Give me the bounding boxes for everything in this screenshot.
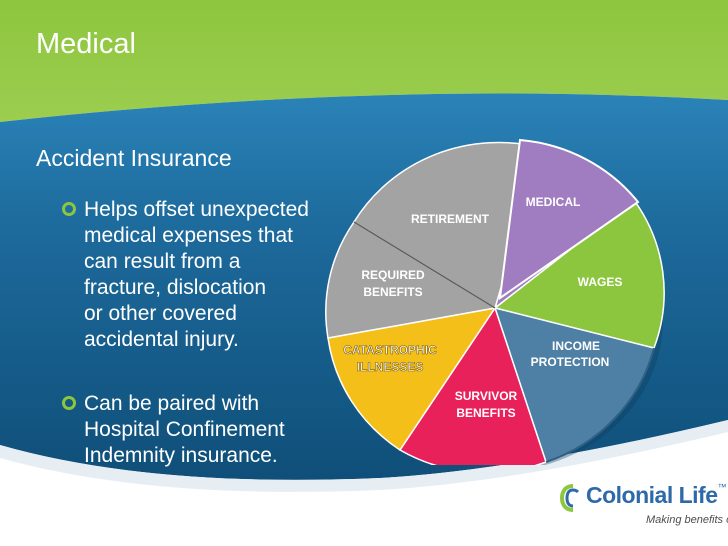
bullet-circle-icon — [62, 202, 76, 216]
pie-slice-medical — [498, 138, 640, 301]
benefits-pie-chart: MEDICAL WAGES INCOME PROTECTION SURVIVOR… — [325, 138, 665, 465]
bullet-text: Helps offset unexpected medical expenses… — [84, 198, 309, 351]
pie-label-survivor: SURVIVOR — [455, 389, 518, 403]
pie-label-income: INCOME — [552, 339, 600, 353]
pie-label-required: REQUIRED — [361, 268, 425, 282]
bullet-text: Can be paired with Hospital Confinement … — [84, 392, 285, 467]
bullet-item-accident: Helps offset unexpected medical expenses… — [62, 197, 352, 353]
pie-label-catastrophic: CATASTROPHIC — [343, 343, 437, 357]
pie-label-wages: WAGES — [578, 275, 623, 289]
pie-label-retirement: RETIREMENT — [411, 212, 490, 226]
logo-wordmark: Colonial Life™ — [586, 482, 726, 508]
pie-label-medical: MEDICAL — [526, 195, 581, 209]
colonial-life-logo-icon — [560, 484, 580, 512]
section-heading: Accident Insurance — [36, 145, 232, 171]
pie-label-protection: PROTECTION — [531, 355, 610, 369]
pie-slice-catastrophic-illnesses — [327, 306, 497, 452]
pie-label-illnesses: ILLNESSES — [357, 360, 424, 374]
pie-divider-line — [353, 221, 496, 309]
slide-title: Medical — [36, 28, 136, 60]
colonial-life-logo: Colonial Life™ Making benefits count. — [560, 482, 728, 542]
pie-label-benefits: BENEFITS — [456, 406, 515, 420]
pie-slice-edge — [545, 347, 655, 463]
logo-tagline: Making benefits count. — [646, 514, 728, 526]
pie-slice-required-benefits — [325, 220, 498, 339]
bullet-circle-icon — [62, 396, 76, 410]
pie-slice-wages — [493, 198, 665, 349]
pie-label-required-benefits: BENEFITS — [363, 285, 422, 299]
bullet-item-pairing: Can be paired with Hospital Confinement … — [62, 391, 352, 469]
pie-slice-survivor-benefits — [398, 306, 547, 465]
